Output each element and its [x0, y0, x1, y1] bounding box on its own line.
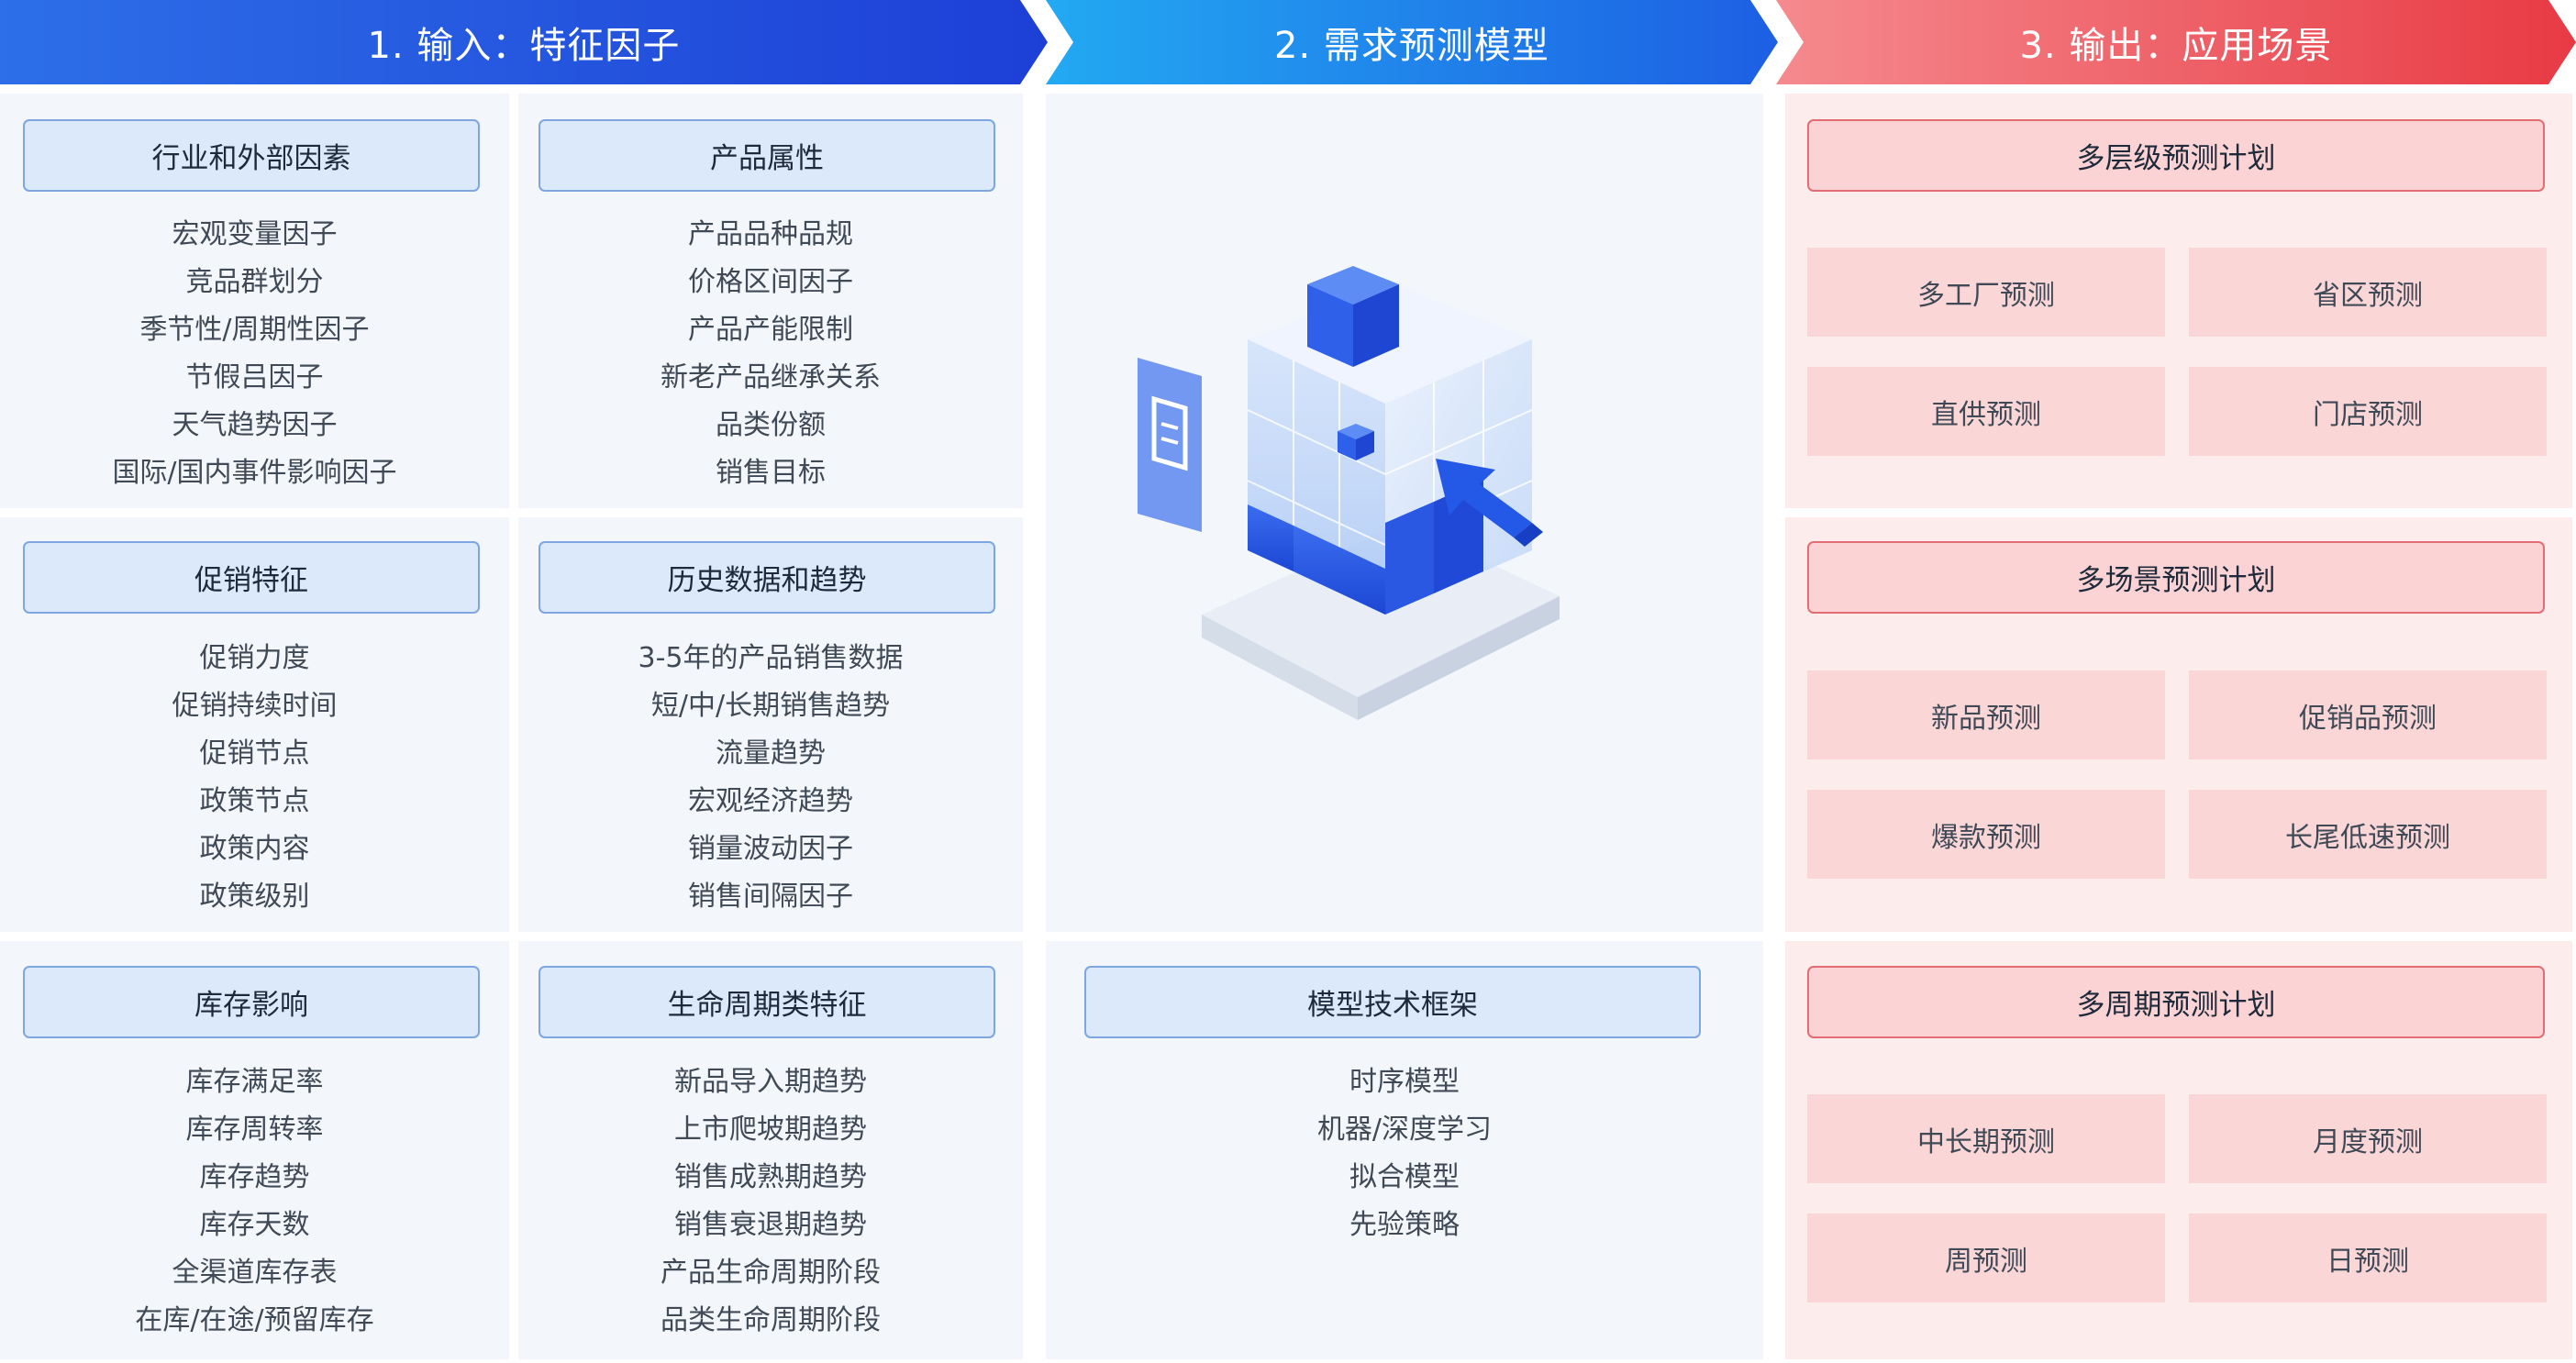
list-item: 促销持续时间 — [172, 690, 338, 722]
factor-list: 宏观变量因子 竞品群划分 季节性/周期性因子 节假吕因子 天气趋势因子 国际/国… — [0, 211, 509, 497]
input-card-promotion: 促销特征 促销力度 促销持续时间 促销节点 政策节点 政策内容 政策级别 — [0, 517, 509, 932]
card-title: 多场景预测计划 — [1807, 541, 2545, 614]
tile-hot-item: 爆款预测 — [1807, 790, 2165, 879]
factor-list: 3-5年的产品销售数据 短/中/长期销售趋势 流量趋势 宏观经济趋势 销量波动因… — [518, 635, 1023, 921]
list-item: 产品生命周期阶段 — [661, 1257, 881, 1289]
list-item: 宏观经济趋势 — [688, 785, 853, 817]
list-item: 竞品群划分 — [185, 266, 324, 298]
list-item: 销售衰退期趋势 — [674, 1209, 867, 1241]
list-item: 销售目标 — [716, 457, 826, 489]
list-item: 价格区间因子 — [688, 266, 853, 298]
list-item: 时序模型 — [1349, 1066, 1460, 1098]
list-item: 天气趋势因子 — [172, 409, 338, 441]
tile-store: 门店预测 — [2189, 367, 2547, 456]
list-item: 政策内容 — [199, 833, 310, 865]
list-item: 节假吕因子 — [185, 361, 324, 393]
card-title: 行业和外部因素 — [23, 119, 480, 192]
factor-list: 产品品种品规 价格区间因子 产品产能限制 新老产品继承关系 品类份额 销售目标 — [518, 211, 1023, 497]
card-title: 模型技术框架 — [1084, 966, 1701, 1038]
list-item: 库存天数 — [199, 1209, 310, 1241]
input-card-product: 产品属性 产品品种品规 价格区间因子 产品产能限制 新老产品继承关系 品类份额 … — [518, 94, 1023, 508]
list-item: 季节性/周期性因子 — [139, 314, 370, 346]
tile-weekly: 周预测 — [1807, 1213, 2165, 1302]
banner-model: 2. 需求预测模型 — [1046, 0, 1778, 84]
3d-cube-icon — [1138, 266, 1560, 720]
list-item: 机器/深度学习 — [1316, 1114, 1493, 1146]
input-card-inventory: 库存影响 库存满足率 库存周转率 库存趋势 库存天数 全渠道库存表 在库/在途/… — [0, 941, 509, 1359]
model-card-framework: 模型技术框架 时序模型 机器/深度学习 拟合模型 先验策略 — [1046, 941, 1763, 1359]
list-item: 短/中/长期销售趋势 — [650, 690, 891, 722]
list-item: 拟合模型 — [1349, 1161, 1460, 1193]
banner-input: 1. 输入：特征因子 — [0, 0, 1048, 84]
list-item: 政策级别 — [199, 881, 310, 913]
tile-long-tail: 长尾低速预测 — [2189, 790, 2547, 879]
document-icon — [1138, 358, 1202, 532]
card-title: 产品属性 — [539, 119, 995, 192]
factor-list: 促销力度 促销持续时间 促销节点 政策节点 政策内容 政策级别 — [0, 635, 509, 921]
list-item: 品类生命周期阶段 — [661, 1304, 881, 1336]
list-item: 新品导入期趋势 — [674, 1066, 867, 1098]
list-item: 先验策略 — [1349, 1209, 1460, 1241]
tile-multi-factory: 多工厂预测 — [1807, 248, 2165, 337]
list-item: 促销力度 — [199, 642, 310, 674]
tile-promo-product: 促销品预测 — [2189, 670, 2547, 759]
cursor-arrow-icon — [1436, 459, 1543, 547]
factor-list: 新品导入期趋势 上市爬坡期趋势 销售成熟期趋势 销售衰退期趋势 产品生命周期阶段… — [518, 1058, 1023, 1345]
list-item: 销量波动因子 — [688, 833, 853, 865]
model-list: 时序模型 机器/深度学习 拟合模型 先验策略 — [1046, 1058, 1763, 1249]
output-card-multiperiod: 多周期预测计划 中长期预测 月度预测 周预测 日预测 — [1785, 941, 2572, 1359]
list-item: 促销节点 — [199, 737, 310, 770]
list-item: 政策节点 — [199, 785, 310, 817]
list-item: 库存趋势 — [199, 1161, 310, 1193]
tile-long-term: 中长期预测 — [1807, 1094, 2165, 1183]
banner-output: 3. 输出：应用场景 — [1776, 0, 2576, 84]
card-title: 促销特征 — [23, 541, 480, 614]
factor-list: 库存满足率 库存周转率 库存趋势 库存天数 全渠道库存表 在库/在途/预留库存 — [0, 1058, 509, 1345]
tile-new-product: 新品预测 — [1807, 670, 2165, 759]
list-item: 上市爬坡期趋势 — [674, 1114, 867, 1146]
card-title: 库存影响 — [23, 966, 480, 1038]
list-item: 在库/在途/预留库存 — [135, 1304, 374, 1336]
input-card-lifecycle: 生命周期类特征 新品导入期趋势 上市爬坡期趋势 销售成熟期趋势 销售衰退期趋势 … — [518, 941, 1023, 1359]
card-title: 多层级预测计划 — [1807, 119, 2545, 192]
card-title: 多周期预测计划 — [1807, 966, 2545, 1038]
list-item: 全渠道库存表 — [172, 1257, 338, 1289]
list-item: 3-5年的产品销售数据 — [638, 642, 904, 674]
card-title: 历史数据和趋势 — [539, 541, 995, 614]
list-item: 流量趋势 — [716, 737, 826, 770]
input-card-history: 历史数据和趋势 3-5年的产品销售数据 短/中/长期销售趋势 流量趋势 宏观经济… — [518, 517, 1023, 932]
list-item: 产品产能限制 — [688, 314, 853, 346]
tile-province: 省区预测 — [2189, 248, 2547, 337]
list-item: 销售间隔因子 — [688, 881, 853, 913]
input-card-industry: 行业和外部因素 宏观变量因子 竞品群划分 季节性/周期性因子 节假吕因子 天气趋… — [0, 94, 509, 508]
list-item: 销售成熟期趋势 — [674, 1161, 867, 1193]
output-card-multilevel: 多层级预测计划 多工厂预测 省区预测 直供预测 门店预测 — [1785, 94, 2572, 508]
list-item: 国际/国内事件影响因子 — [112, 457, 397, 489]
tile-daily: 日预测 — [2189, 1213, 2547, 1302]
list-item: 产品品种品规 — [688, 218, 853, 250]
list-item: 库存满足率 — [185, 1066, 324, 1098]
list-item: 库存周转率 — [185, 1114, 324, 1146]
card-title: 生命周期类特征 — [539, 966, 995, 1038]
tile-monthly: 月度预测 — [2189, 1094, 2547, 1183]
list-item: 品类份额 — [716, 409, 826, 441]
output-card-multiscene: 多场景预测计划 新品预测 促销品预测 爆款预测 长尾低速预测 — [1785, 517, 2572, 932]
tile-direct-supply: 直供预测 — [1807, 367, 2165, 456]
list-item: 新老产品继承关系 — [661, 361, 881, 393]
list-item: 宏观变量因子 — [172, 218, 338, 250]
